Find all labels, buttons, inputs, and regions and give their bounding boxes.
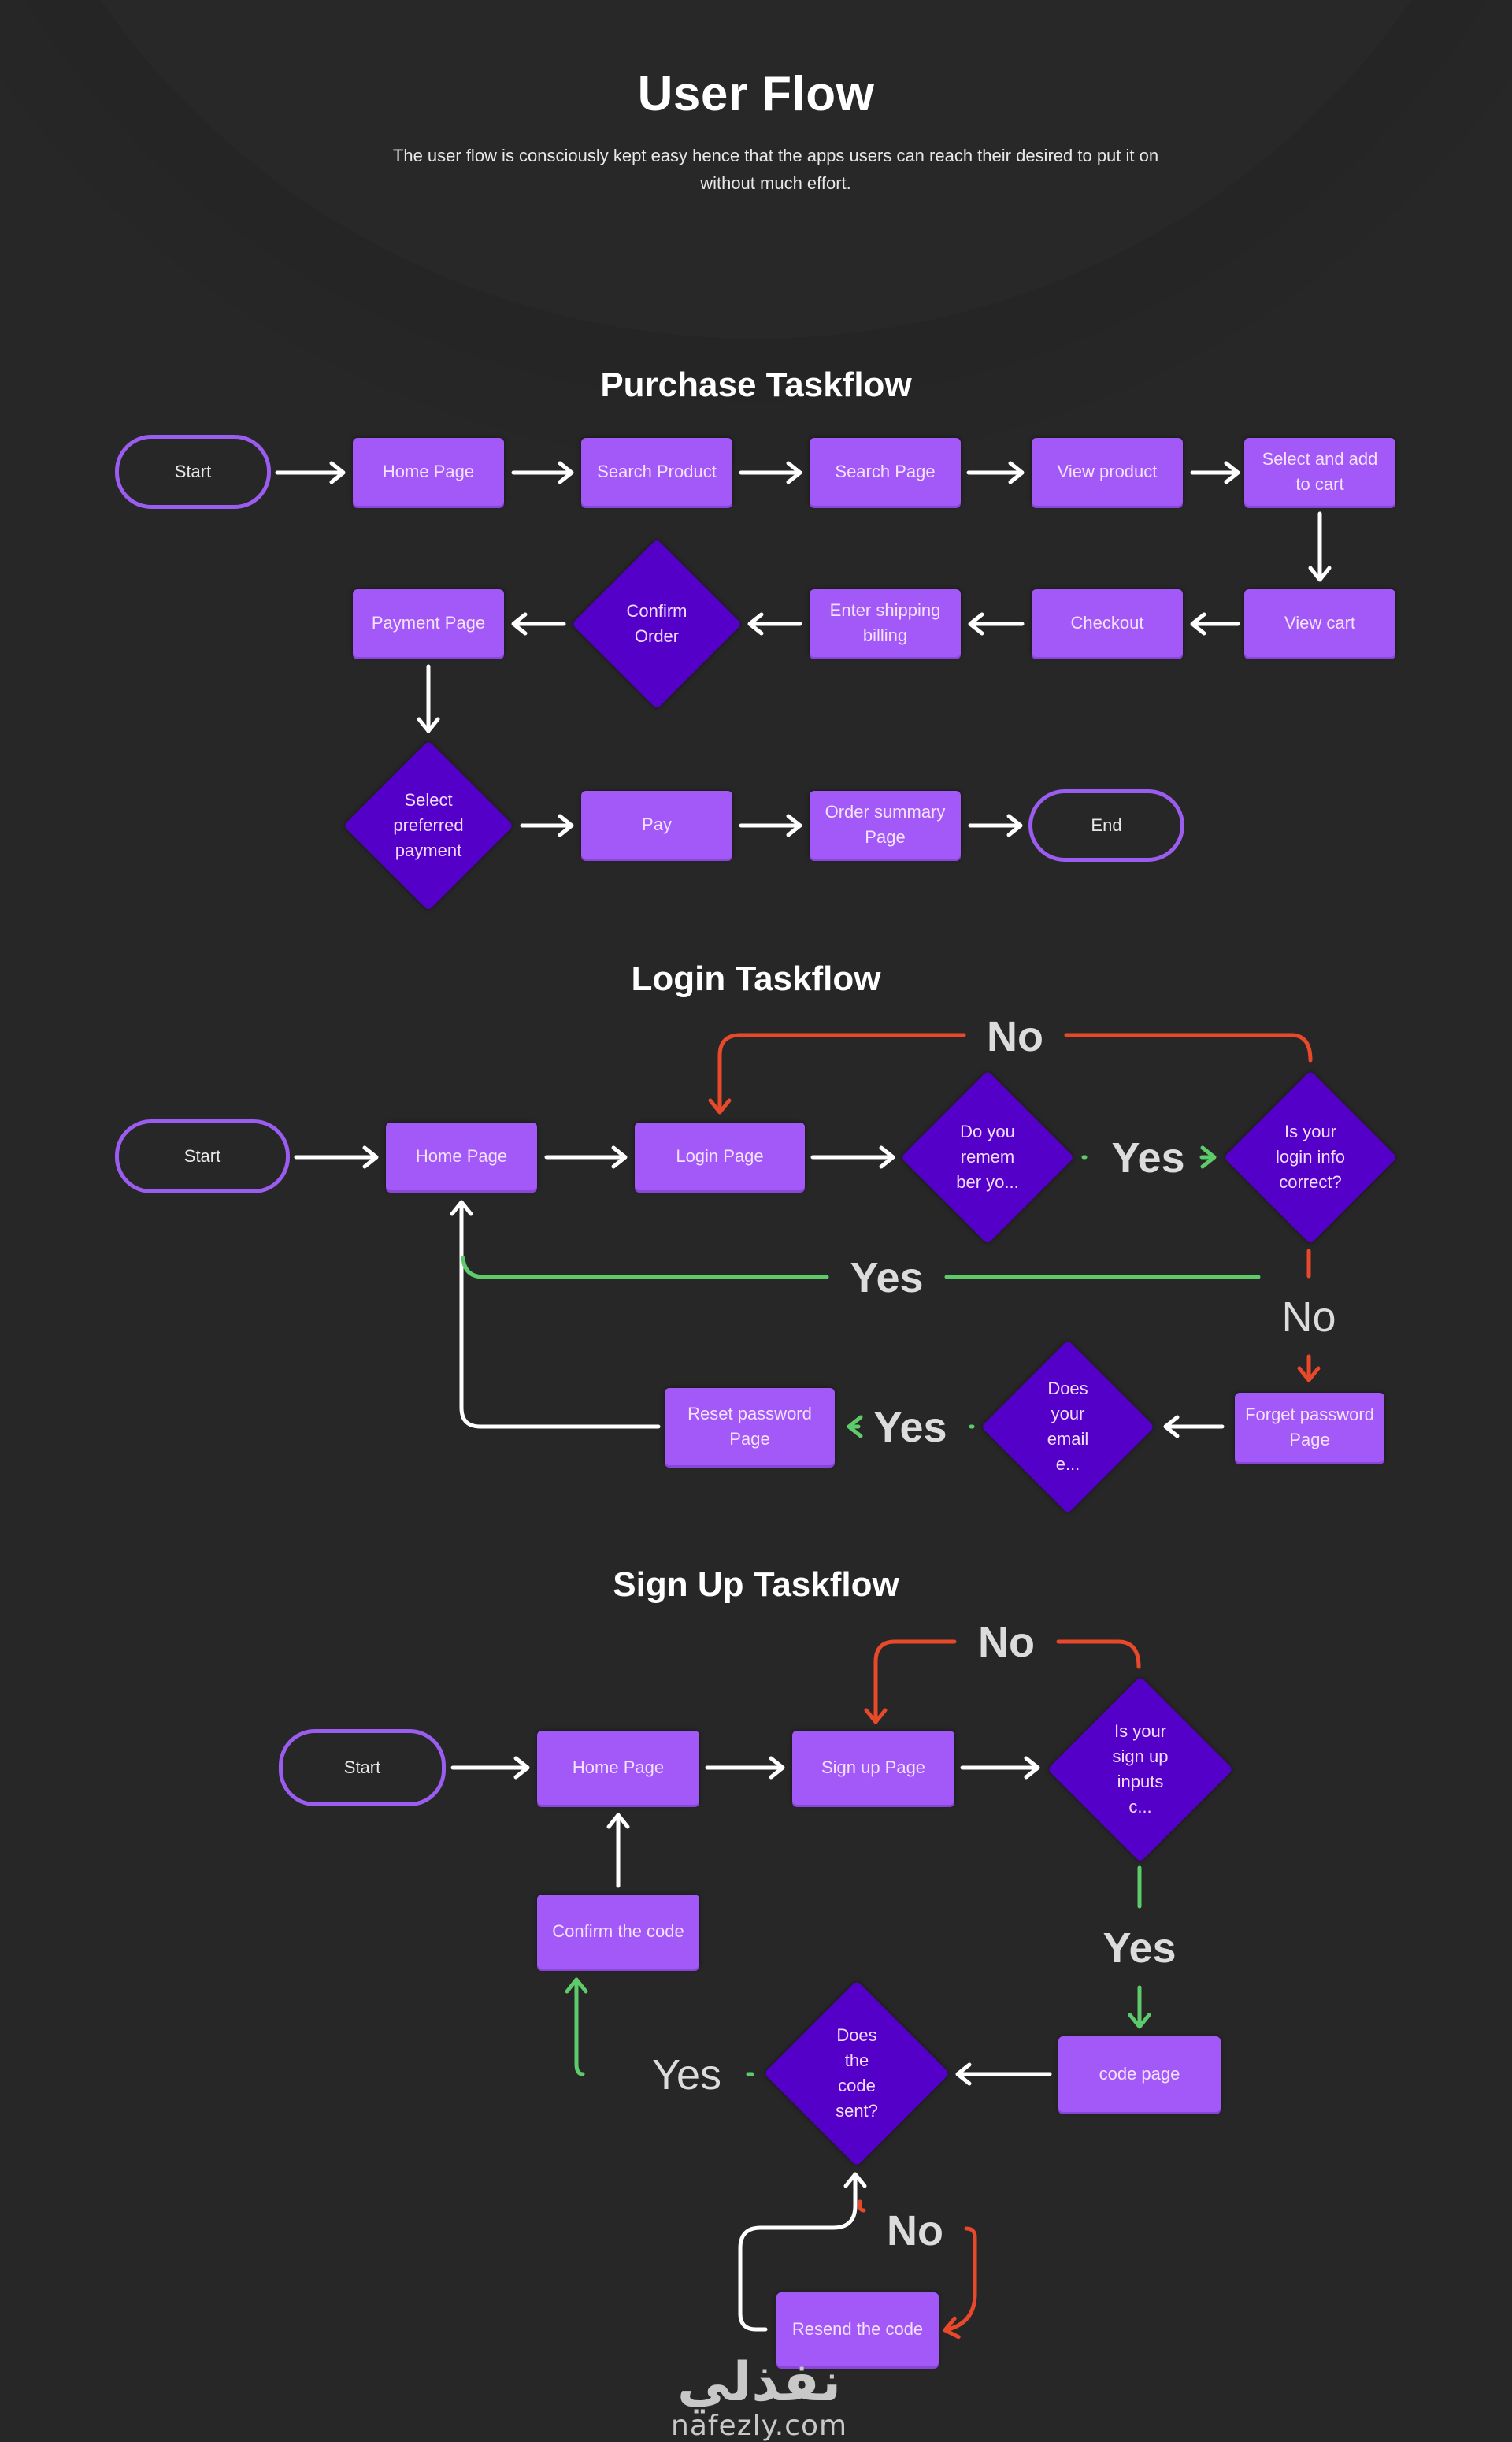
signup-code-page-node[interactable]: code page: [1058, 2036, 1221, 2112]
purchase-order-summary-node[interactable]: Order summary Page: [810, 791, 961, 859]
signup-no-label-top: No: [978, 1619, 1035, 1666]
node-label: Start: [343, 1757, 381, 1777]
node-label: Search Product: [597, 462, 717, 481]
purchase-taskflow-title: Purchase Taskflow: [600, 366, 912, 404]
page-title: User Flow: [637, 67, 875, 121]
node-label: End: [1091, 815, 1122, 835]
node-label: Do you remem ber yo...: [956, 1122, 1019, 1192]
signup-no-line-right: [1056, 1639, 1141, 1669]
watermark-arabic: نفذلي: [677, 2351, 842, 2414]
purchase-select-payment-decision[interactable]: Select preferred payment: [343, 740, 513, 911]
node-label: Home Page: [572, 1757, 665, 1777]
purchase-start-terminal[interactable]: Start: [115, 435, 271, 509]
node-label: Confirm Order: [626, 601, 687, 646]
signup-yes-label-left: Yes: [651, 2051, 722, 2099]
node-label: Is your login info correct?: [1275, 1122, 1346, 1192]
node-label: Resend the code: [791, 2319, 924, 2339]
node-label: Enter shipping billing: [829, 600, 941, 645]
node-label: Start: [183, 1146, 221, 1166]
signup-confirm-code-node[interactable]: Confirm the code: [537, 1895, 699, 1969]
node-label: Order summary Page: [825, 802, 946, 847]
login-reset-password-node[interactable]: Reset password Page: [665, 1388, 835, 1465]
login-no-label-right: No: [1281, 1293, 1336, 1341]
login-email-exists-decision[interactable]: Does your email e...: [981, 1340, 1154, 1513]
purchase-end-terminal[interactable]: End: [1028, 789, 1184, 862]
purchase-checkout-node[interactable]: Checkout: [1032, 589, 1183, 657]
node-label: Is your sign up inputs c...: [1112, 1721, 1169, 1817]
purchase-search-page-node[interactable]: Search Page: [810, 438, 961, 506]
login-info-correct-decision[interactable]: Is your login info correct?: [1224, 1071, 1397, 1244]
purchase-view-cart-node[interactable]: View cart: [1244, 589, 1395, 657]
node-label: Select preferred payment: [393, 790, 464, 860]
login-arrow-yes-home: [461, 1256, 1261, 1279]
signup-resend-code-node[interactable]: Resend the code: [776, 2292, 939, 2366]
node-label: Login Page: [676, 1146, 764, 1166]
node-label: Pay: [642, 815, 672, 834]
signup-code-sent-decision[interactable]: Does the code sent?: [764, 1980, 950, 2166]
node-label: View product: [1057, 462, 1158, 481]
signup-home-page-node[interactable]: Home Page: [537, 1731, 699, 1805]
login-yes-label-right: Yes: [1111, 1134, 1185, 1182]
page-subtitle: The user flow is consciously kept easy h…: [392, 146, 1159, 193]
node-label: Start: [174, 462, 212, 481]
login-arrow-reset-home: [461, 1200, 661, 1429]
signup-start-terminal[interactable]: Start: [279, 1729, 446, 1806]
node-label: View cart: [1284, 613, 1356, 633]
purchase-shipping-node[interactable]: Enter shipping billing: [810, 589, 961, 657]
purchase-search-product-node[interactable]: Search Product: [581, 438, 732, 506]
signup-taskflow-title: Sign Up Taskflow: [613, 1565, 899, 1604]
node-label: Forget password Page: [1245, 1405, 1374, 1449]
node-label: Reset password Page: [687, 1404, 812, 1449]
signup-signup-page-node[interactable]: Sign up Page: [792, 1731, 954, 1805]
login-yes-label-mid: Yes: [850, 1254, 924, 1301]
node-label: Confirm the code: [552, 1921, 684, 1941]
login-arrow-no-loginpage: [720, 1033, 966, 1115]
login-yes-label-bottom: Yes: [873, 1404, 947, 1451]
login-no-label-top: No: [987, 1013, 1043, 1060]
node-label: Payment Page: [371, 613, 486, 633]
node-label: Home Page: [415, 1146, 508, 1166]
login-forget-password-node[interactable]: Forget password Page: [1235, 1393, 1384, 1462]
node-label: Sign up Page: [821, 1757, 926, 1777]
purchase-confirm-order-decision[interactable]: Confirm Order: [572, 539, 742, 709]
signup-arrow-resend-codesent: [738, 2172, 855, 2332]
signup-no-hook-left: [858, 2199, 866, 2213]
signup-no-label-bottom: No: [887, 2207, 943, 2255]
signup-inputs-correct-decision[interactable]: Is your sign up inputs c...: [1047, 1676, 1233, 1862]
node-label: Checkout: [1070, 613, 1144, 633]
login-no-line-right: [1064, 1033, 1313, 1063]
node-label: Search Page: [835, 462, 936, 481]
node-label: Home Page: [382, 462, 475, 481]
signup-arrow-no-resend: [943, 2226, 977, 2330]
login-start-terminal[interactable]: Start: [115, 1119, 290, 1193]
purchase-select-add-node[interactable]: Select and add to cart: [1244, 438, 1395, 506]
login-login-page-node[interactable]: Login Page: [635, 1123, 805, 1190]
signup-yes-label-down: Yes: [1102, 1924, 1177, 1972]
purchase-home-page-node[interactable]: Home Page: [353, 438, 504, 506]
node-label: Select and add to cart: [1262, 449, 1378, 494]
node-label: code page: [1099, 2064, 1180, 2084]
purchase-payment-page-node[interactable]: Payment Page: [353, 589, 504, 657]
login-home-page-node[interactable]: Home Page: [386, 1123, 537, 1190]
purchase-view-product-node[interactable]: View product: [1032, 438, 1183, 506]
watermark: نفذلي nafezly.com: [671, 2355, 847, 2442]
watermark-latin: nafezly.com: [671, 2410, 848, 2442]
purchase-pay-node[interactable]: Pay: [581, 791, 732, 859]
node-label: Does the code sent?: [836, 2025, 878, 2121]
signup-arrow-no-signuppage: [876, 1639, 957, 1724]
signup-arrow-yes-confirm: [576, 1977, 583, 2076]
node-label: Does your email e...: [1047, 1379, 1089, 1474]
login-remember-decision[interactable]: Do you remem ber yo...: [901, 1071, 1074, 1244]
login-taskflow-title: Login Taskflow: [631, 959, 881, 998]
